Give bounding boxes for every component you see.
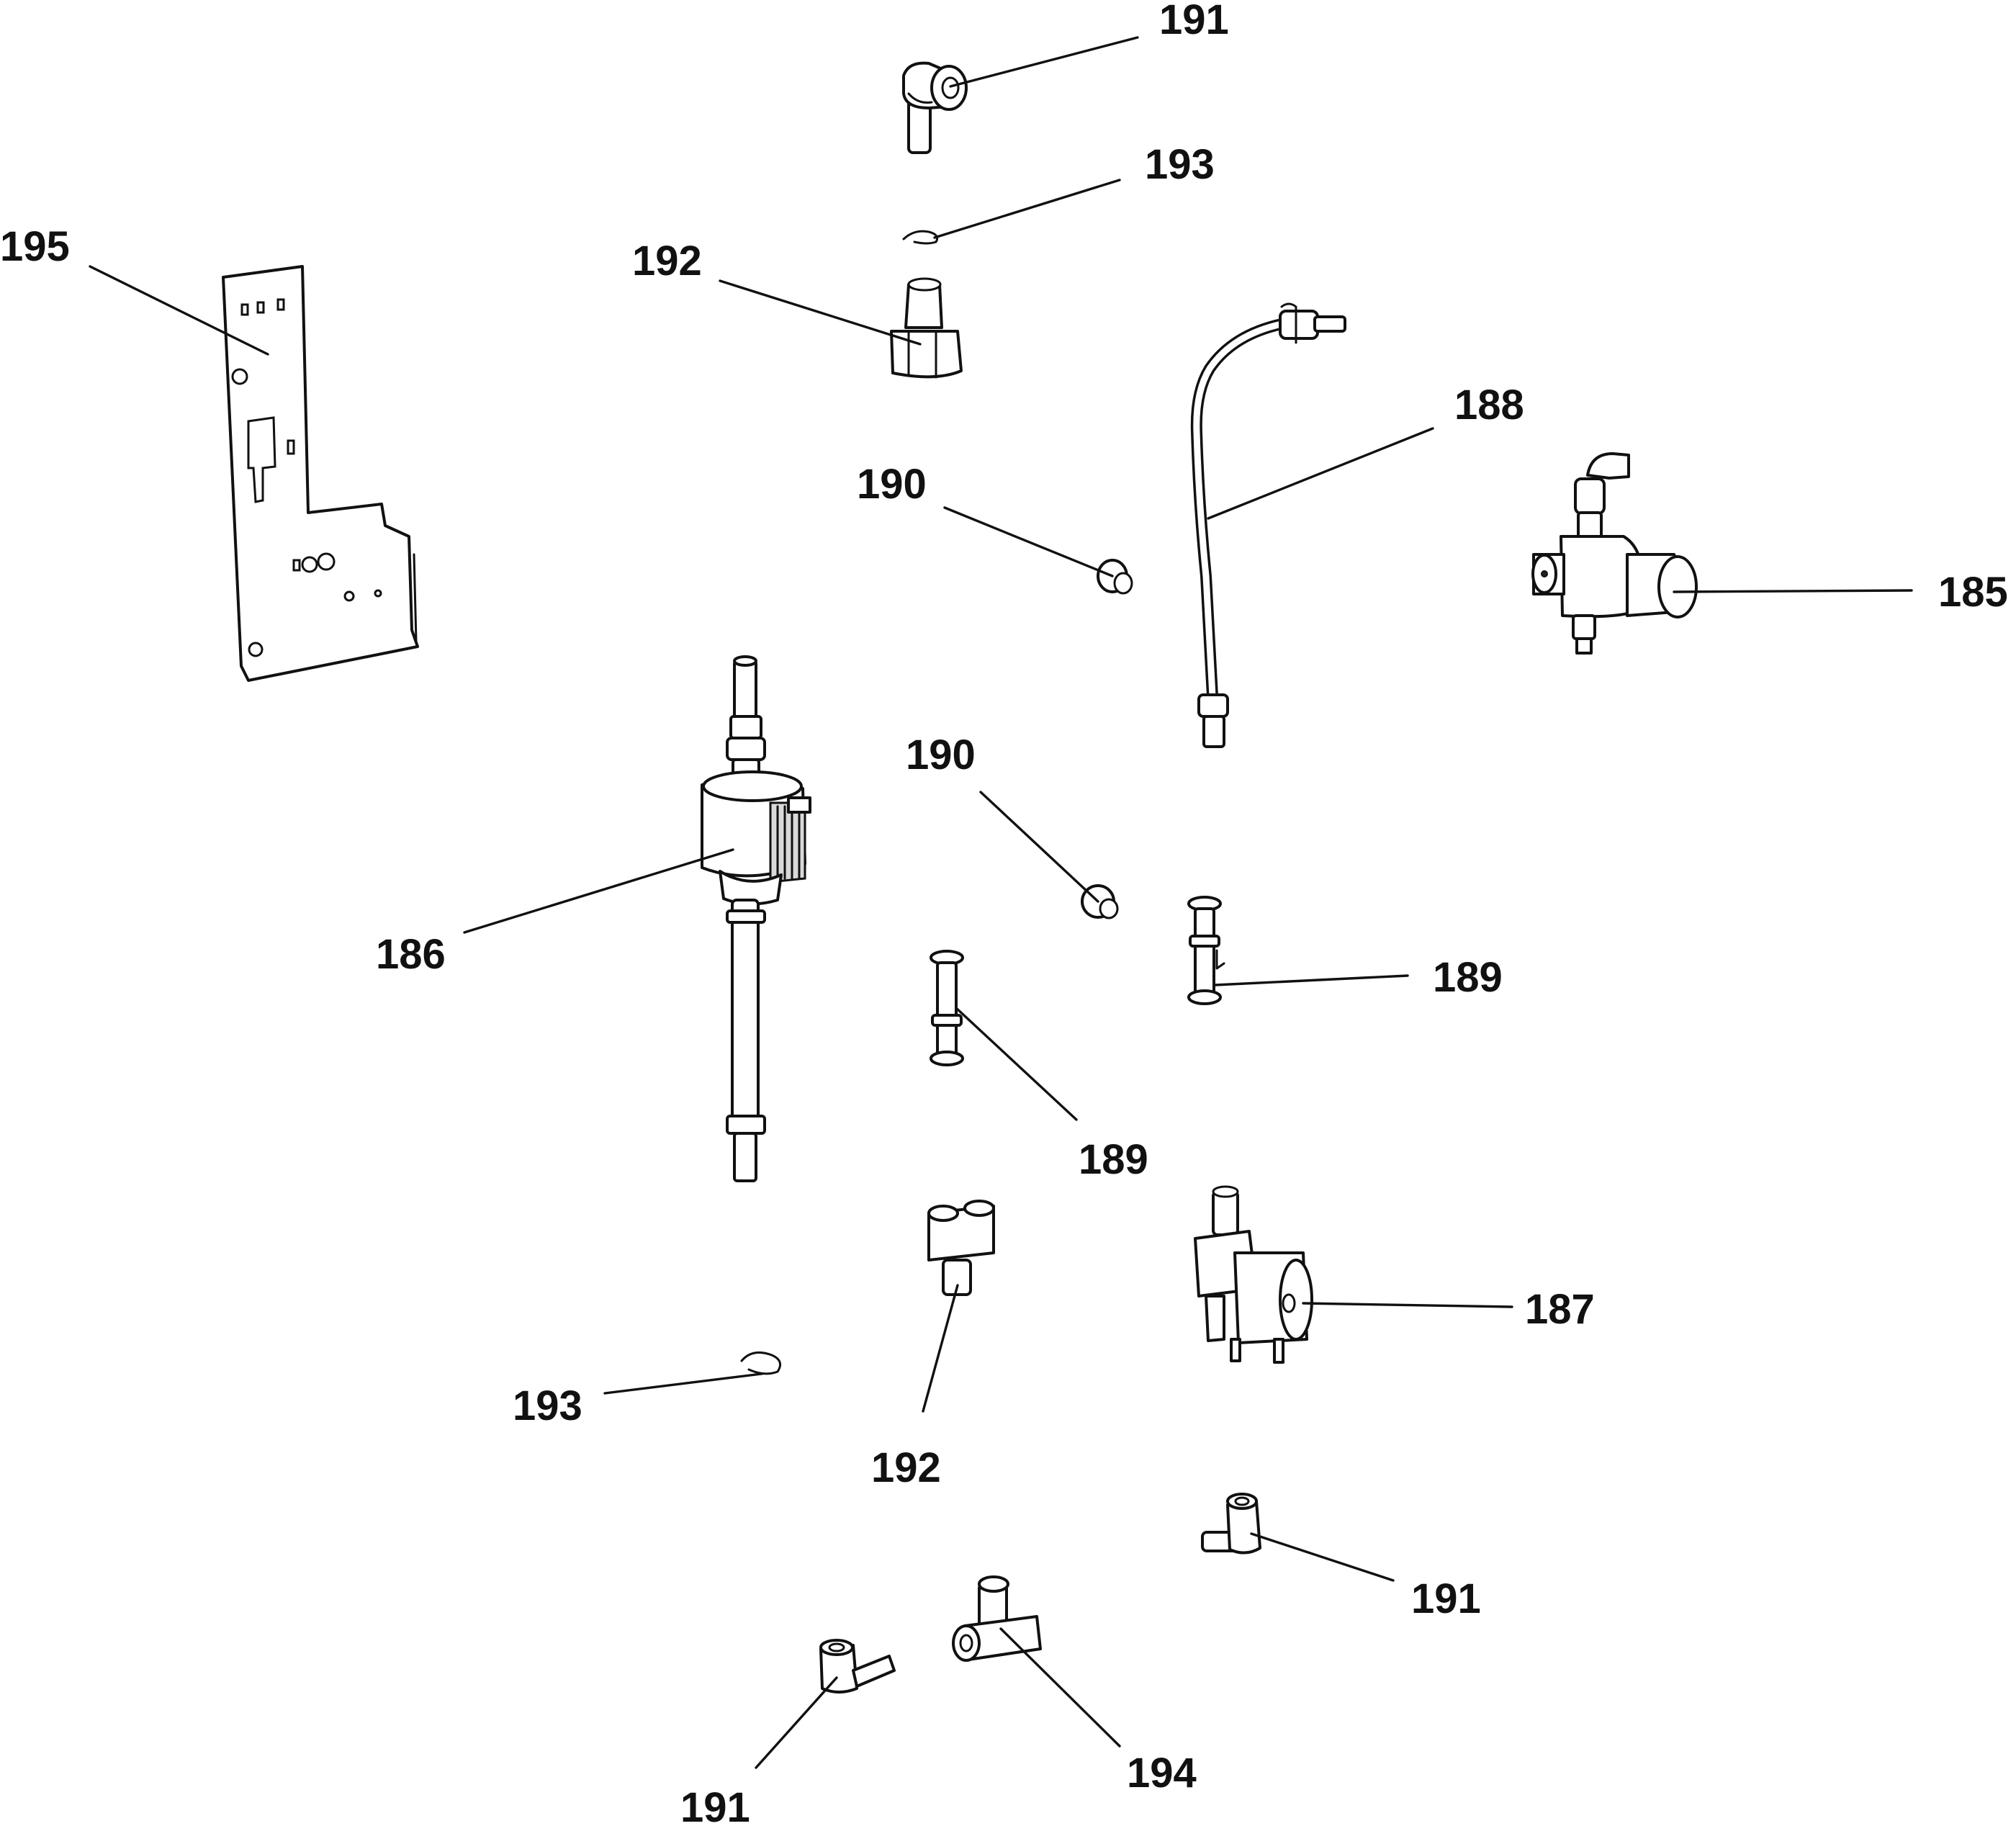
leader-189-right	[1214, 974, 1409, 986]
callout-191-top: 191	[1159, 0, 1229, 43]
callout-191-lower-left: 191	[680, 1784, 750, 1826]
leader-193-lower	[603, 1372, 763, 1395]
leader-187	[1302, 1302, 1513, 1308]
reducer-fitting-lower	[927, 1200, 995, 1296]
elbow-fitting-right	[1201, 1493, 1261, 1555]
leader-190-upper	[943, 506, 1114, 577]
leader-191-top	[949, 36, 1139, 88]
leader-192-lower	[922, 1284, 959, 1413]
callout-191-right: 191	[1411, 1575, 1481, 1622]
leader-193-top	[933, 179, 1121, 239]
leader-lines	[89, 36, 1913, 1769]
callout-195: 195	[0, 223, 70, 270]
pump-assembly	[701, 655, 811, 1182]
callout-187: 187	[1525, 1286, 1595, 1333]
callout-189-right: 189	[1433, 954, 1503, 1001]
elbow-fitting-top	[902, 61, 968, 154]
leader-191-right	[1250, 1532, 1395, 1582]
solenoid-valve	[1194, 1185, 1313, 1364]
leader-189-left	[955, 1007, 1078, 1121]
leader-186	[463, 848, 734, 934]
reducer-fitting-top	[890, 277, 963, 379]
mounting-bracket	[222, 265, 419, 682]
leader-195	[89, 265, 269, 356]
retaining-clip-lower	[740, 1351, 782, 1375]
callout-192-lower: 192	[871, 1444, 941, 1491]
callout-186: 186	[376, 931, 446, 978]
callout-193-lower: 193	[513, 1382, 582, 1429]
leader-194	[999, 1627, 1121, 1748]
leader-188	[1207, 427, 1434, 520]
leader-191-lower-left	[755, 1676, 838, 1769]
leader-185	[1673, 589, 1913, 593]
callout-192-top: 192	[632, 238, 702, 284]
leader-190-lower	[979, 791, 1099, 903]
callout-185: 185	[1938, 569, 2008, 616]
callout-193-top: 193	[1145, 141, 1215, 188]
callout-190-upper: 190	[857, 461, 927, 508]
tube-connector-left	[930, 950, 964, 1066]
elbow-fitting-lower-left	[819, 1639, 896, 1694]
tee-fitting	[952, 1575, 1042, 1662]
water-tube	[1190, 302, 1346, 748]
tube-plug-upper	[1097, 559, 1133, 595]
pressure-regulator	[1531, 452, 1698, 655]
callout-190-lower: 190	[906, 732, 976, 778]
callout-189-left: 189	[1079, 1136, 1148, 1183]
tube-connector-right	[1187, 896, 1225, 1005]
callout-188: 188	[1454, 382, 1524, 428]
leader-192-top	[719, 279, 922, 346]
retaining-clip-top	[902, 230, 939, 245]
callout-194: 194	[1127, 1750, 1197, 1796]
